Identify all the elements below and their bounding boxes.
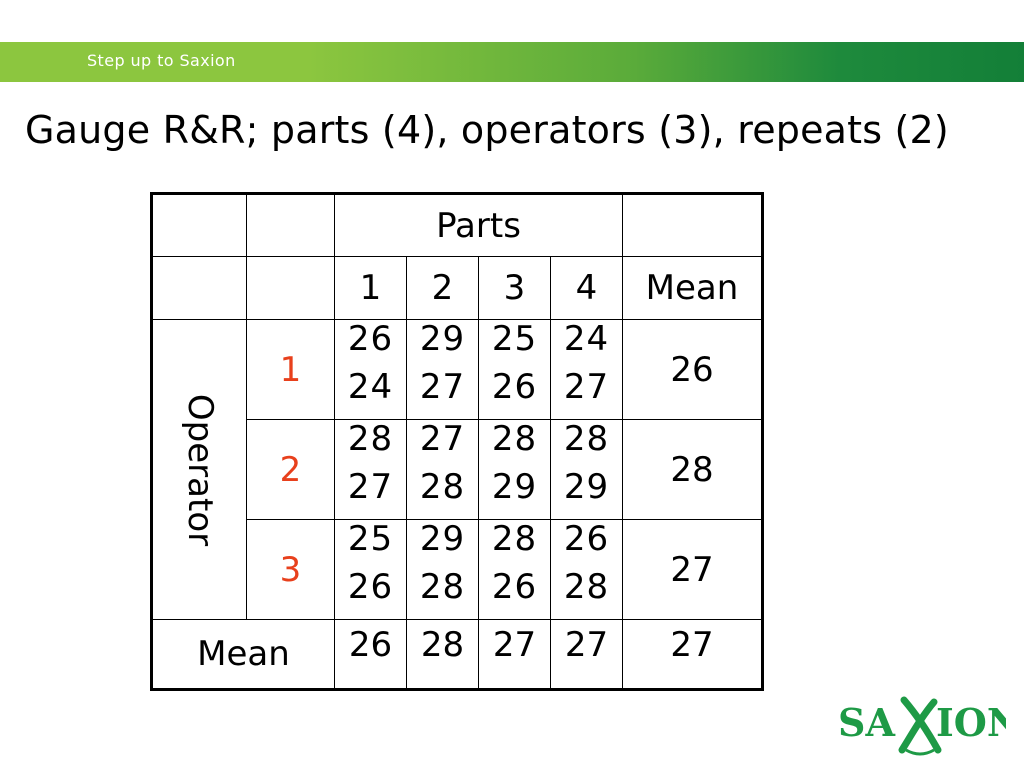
measurement-value: 28 xyxy=(563,418,610,459)
part-mean: 28 xyxy=(406,619,479,690)
measurement-value: 29 xyxy=(491,466,538,507)
mean-row: Mean 26 28 27 27 27 xyxy=(151,619,763,690)
part-number-header: 1 xyxy=(334,256,407,320)
measurement-value: 26 xyxy=(347,318,394,359)
slide-title: Gauge R&R; parts (4), operators (3), rep… xyxy=(25,108,949,152)
measurement-value: 27 xyxy=(563,366,610,407)
logo-text-right: ION xyxy=(936,700,1006,745)
measurement-value: 26 xyxy=(491,366,538,407)
measurement-value: 29 xyxy=(419,318,466,359)
measurement-value: 28 xyxy=(491,418,538,459)
header-banner: Step up to Saxion xyxy=(0,42,1024,82)
measurement-value: 26 xyxy=(347,566,394,607)
part-mean: 27 xyxy=(550,619,623,690)
blank-cell xyxy=(246,256,335,320)
grand-mean: 27 xyxy=(622,619,763,690)
measurement-value: 28 xyxy=(347,418,394,459)
blank-cell xyxy=(246,193,335,257)
blank-cell xyxy=(622,193,763,257)
measurement-value: 27 xyxy=(419,418,466,459)
operator-mean: 27 xyxy=(622,519,763,620)
operator-mean: 28 xyxy=(622,419,763,520)
part-number-header: 3 xyxy=(478,256,551,320)
operator-number: 3 xyxy=(246,519,335,620)
logo-x-mark xyxy=(898,696,942,756)
operator-number: 1 xyxy=(246,319,335,420)
operator-mean: 26 xyxy=(622,319,763,420)
part-numbers-row: 1 2 3 4 Mean xyxy=(151,256,763,320)
blank-cell xyxy=(151,256,247,320)
part-mean: 26 xyxy=(334,619,407,690)
logo-text-left: SA xyxy=(838,700,895,745)
measurement-value: 28 xyxy=(419,466,466,507)
header-row: Parts xyxy=(151,193,763,257)
measurement-value: 29 xyxy=(563,466,610,507)
measurement-value: 28 xyxy=(563,566,610,607)
measurement-value: 29 xyxy=(419,518,466,559)
banner-tagline: Step up to Saxion xyxy=(87,51,236,70)
part-mean: 27 xyxy=(478,619,551,690)
measurement-value: 28 xyxy=(491,518,538,559)
blank-cell xyxy=(151,193,247,257)
mean-column-header: Mean xyxy=(622,256,763,320)
measurement-value: 24 xyxy=(563,318,610,359)
operator-number: 2 xyxy=(246,419,335,520)
measurement-value: 24 xyxy=(347,366,394,407)
part-number-header: 4 xyxy=(550,256,623,320)
measurement-value: 27 xyxy=(419,366,466,407)
part-number-header: 2 xyxy=(406,256,479,320)
measurement-value: 26 xyxy=(563,518,610,559)
measurement-value: 27 xyxy=(347,466,394,507)
parts-header: Parts xyxy=(334,193,623,257)
measurement-value: 25 xyxy=(347,518,394,559)
measurement-value: 25 xyxy=(491,318,538,359)
operator-label-cell: Operator xyxy=(151,319,247,620)
measurement-value: 26 xyxy=(491,566,538,607)
operator-label: Operator xyxy=(179,393,220,546)
measurement-value: 28 xyxy=(419,566,466,607)
saxion-logo: SA ION xyxy=(838,696,1006,756)
mean-row-label: Mean xyxy=(151,619,335,690)
